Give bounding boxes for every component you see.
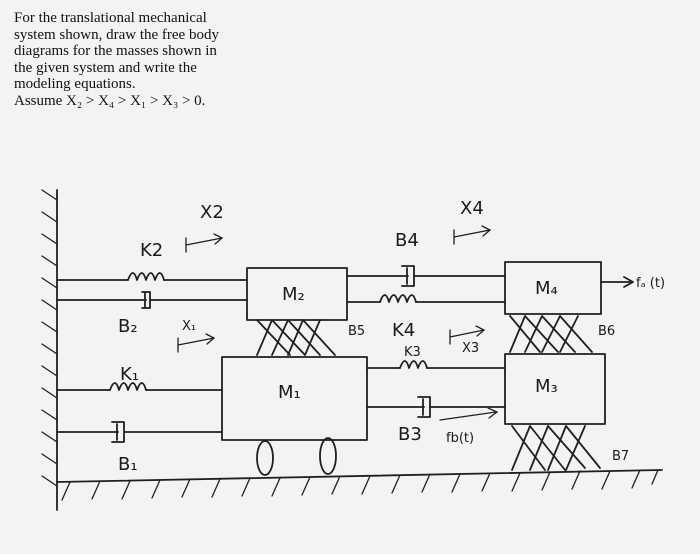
bearing-m3 — [511, 425, 601, 471]
spring-k1-label: K₁ — [120, 364, 139, 385]
arrow-x2 — [185, 233, 224, 253]
question-line: Assume X₂ > X₄ > X₁ > X₃ > 0. — [14, 92, 206, 109]
damper-b4-label: B4 — [395, 230, 419, 251]
question-line: modeling equations. — [14, 76, 136, 93]
damper-b3-label: B3 — [398, 424, 422, 445]
arrow-x1 — [177, 333, 216, 353]
mass-m3 — [504, 353, 606, 425]
force-fa-label: fₐ (t) — [636, 276, 665, 291]
arrow-fb — [439, 407, 499, 421]
force-fb-label: fb(t) — [446, 431, 474, 446]
displacement-x1-label: X₁ — [182, 319, 196, 334]
mass-m2 — [246, 267, 348, 321]
ground — [56, 469, 663, 501]
wheel-left — [256, 440, 274, 476]
bearing-m2 — [256, 319, 336, 356]
displacement-x4-label: X4 — [460, 198, 484, 219]
mass-m4 — [504, 261, 602, 315]
damper-b6-label: B6 — [598, 324, 615, 339]
damper-b1-label: B₁ — [118, 454, 138, 475]
wheel-right — [319, 437, 337, 475]
spring-k1 — [56, 382, 223, 391]
damper-b2 — [56, 291, 248, 309]
spring-k4 — [346, 294, 506, 303]
arrow-x4 — [453, 225, 492, 245]
damper-b4 — [346, 265, 506, 287]
spring-k4-label: K4 — [392, 320, 415, 341]
question-line: system shown, draw the free body — [14, 26, 219, 43]
damper-b2-label: B₂ — [118, 316, 138, 337]
displacement-x3-label: X3 — [462, 341, 479, 356]
mass-m1 — [221, 356, 368, 441]
question-line: diagrams for the masses shown in — [14, 43, 217, 60]
spring-k3-label: K3 — [404, 345, 421, 360]
damper-b3 — [366, 396, 506, 418]
mass-m3-label: M₃ — [535, 376, 558, 397]
arrow-x3 — [449, 325, 486, 345]
displacement-x2-label: X2 — [200, 202, 224, 223]
damper-b7-label: B7 — [612, 449, 629, 464]
question-line: For the translational mechanical — [14, 10, 207, 26]
mass-m4-label: M₄ — [535, 278, 558, 299]
question-line: the given system and write the — [14, 59, 197, 76]
mass-m1-label: M₁ — [278, 382, 301, 403]
spring-k2 — [56, 272, 248, 281]
mass-m2-label: M₂ — [282, 284, 305, 305]
left-wall — [41, 189, 58, 511]
arrow-fa — [600, 276, 634, 288]
spring-k2-label: K2 — [140, 240, 163, 261]
bearing-m4 — [509, 315, 593, 353]
spring-k3 — [366, 360, 506, 369]
question-text: For the translational mechanical system … — [14, 10, 344, 110]
damper-b5-label: B5 — [348, 324, 365, 339]
damper-b1 — [56, 421, 223, 443]
